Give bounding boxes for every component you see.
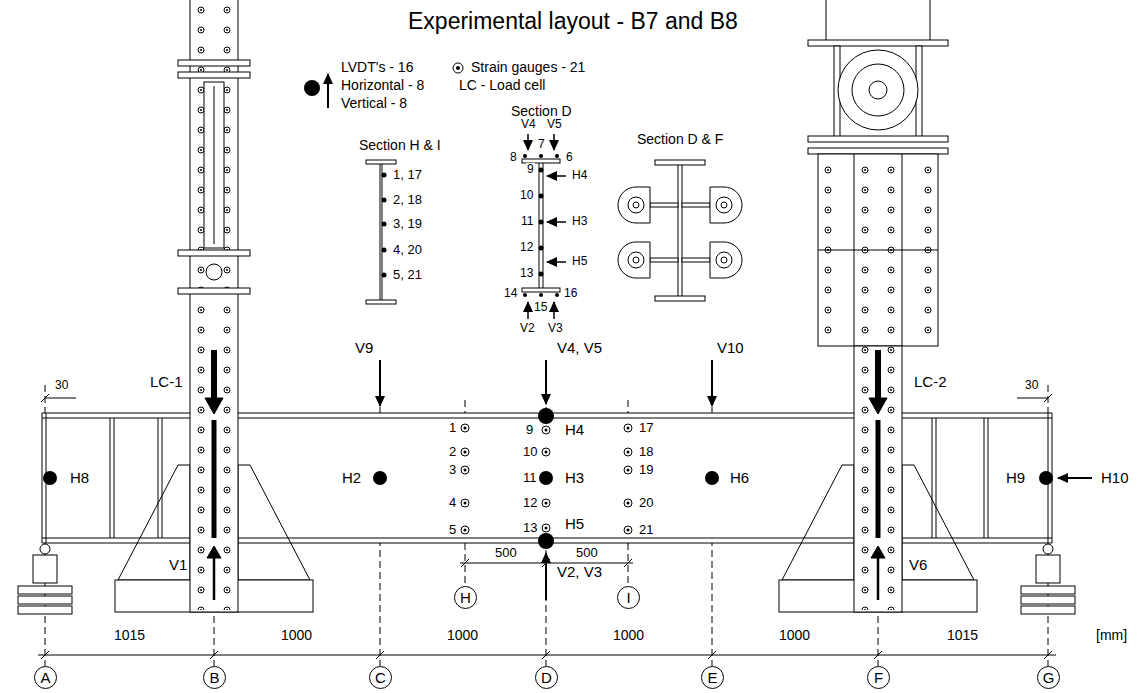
gauge-number: 13 <box>522 521 538 535</box>
section-d-f <box>618 160 742 301</box>
grid-letter: E <box>707 670 717 685</box>
gauge-number: 1, 17 <box>392 168 423 182</box>
grid-letter: F <box>874 670 883 685</box>
lvdt-label: H4 <box>571 169 588 182</box>
grid-letter: I <box>626 590 630 605</box>
dimension: 500 <box>575 546 599 560</box>
gauge-number: 16 <box>563 287 578 300</box>
grid-bubble: G <box>1037 666 1060 689</box>
legend-text: Strain gauges - 21 <box>470 60 586 75</box>
dimension: 1000 <box>446 628 479 643</box>
strain-gauges <box>461 424 632 534</box>
dimension: 1000 <box>778 628 811 643</box>
legend-note: LC - Load cell <box>458 78 546 93</box>
gauge-number: 13 <box>519 267 534 280</box>
lvdt-label: H10 <box>1100 470 1130 487</box>
lvdt-label: H5 <box>571 255 588 268</box>
lvdt-label: H2 <box>341 470 362 487</box>
lvdt-label: V2 <box>519 322 536 335</box>
grid-bubble: E <box>701 666 724 689</box>
lvdt-label: V6 <box>908 557 928 574</box>
gauge-number: 4, 20 <box>392 243 423 257</box>
gauge-number: 12 <box>522 496 538 510</box>
dimension: 1000 <box>280 628 313 643</box>
grid-bubble: D <box>535 666 558 689</box>
diagram-title: Experimental layout - B7 and B8 <box>407 9 739 34</box>
load-cell-label: LC-1 <box>149 374 184 391</box>
section-title: Section D & F <box>636 132 724 147</box>
gauge-number: 9 <box>525 423 534 437</box>
grid-letter: A <box>40 670 50 685</box>
lvdt-label: H3 <box>571 215 588 228</box>
gauge-number: 12 <box>519 241 534 254</box>
grid-bubble: A <box>34 666 57 689</box>
gauge-number: 2 <box>448 445 457 459</box>
lvdt-label: V10 <box>716 340 745 357</box>
gauge-number: 8 <box>509 151 518 164</box>
grid-letter: D <box>541 670 552 685</box>
gauge-number: 11 <box>522 471 538 485</box>
lvdt-label: V9 <box>354 340 374 357</box>
grid-bubble: C <box>369 666 392 689</box>
lvdt-label: V3 <box>547 322 564 335</box>
lvdt-label: V1 <box>168 557 188 574</box>
end-supports <box>18 544 1075 614</box>
dimension: [mm] <box>1095 628 1128 643</box>
gauge-number: 15 <box>533 301 548 314</box>
gauge-number: 7 <box>537 138 546 151</box>
lvdt-label: H9 <box>1005 470 1026 487</box>
dimension: 30 <box>54 379 69 392</box>
lvdt-arrows <box>380 360 1092 600</box>
gauge-number: 14 <box>503 287 518 300</box>
gauge-number: 19 <box>638 463 654 477</box>
grid-bubble: B <box>203 666 226 689</box>
dimension: 500 <box>494 546 518 560</box>
reaction-column-f <box>779 0 977 612</box>
dimension: 30 <box>1024 379 1039 392</box>
grid-letter: G <box>1043 670 1055 685</box>
gauge-number: 21 <box>638 523 654 537</box>
legend-text: LVDT's - 16 <box>340 60 414 75</box>
gauge-number: 6 <box>565 151 574 164</box>
lvdt-label: H6 <box>729 470 750 487</box>
section-title: Section H & I <box>358 138 442 153</box>
grid-letter: H <box>460 590 471 605</box>
lvdt-label: V2, V3 <box>556 564 603 581</box>
load-cell-label: LC-2 <box>913 374 948 391</box>
gauge-number: 9 <box>526 163 535 176</box>
legend-text: Vertical - 8 <box>340 96 408 111</box>
grid-letter: B <box>209 670 219 685</box>
gauge-number: 10 <box>522 445 538 459</box>
gauge-number: 11 <box>520 215 534 228</box>
dimension: 1000 <box>612 628 645 643</box>
dimension: 1015 <box>946 628 979 643</box>
gauge-number: 20 <box>638 496 654 510</box>
grid-letter: C <box>375 670 386 685</box>
lvdt-label: H8 <box>69 470 90 487</box>
gauge-number: 3 <box>448 463 457 477</box>
lvdt-label: V5 <box>546 118 563 131</box>
reaction-column-b <box>115 0 313 612</box>
legend-text: Horizontal - 8 <box>340 78 425 93</box>
dimension: 1015 <box>113 628 146 643</box>
gauge-number: 17 <box>638 421 654 435</box>
lvdt-label: H3 <box>564 470 585 487</box>
grid-bubble: F <box>867 666 890 689</box>
grid-bubble: H <box>454 586 477 609</box>
gauge-number: 18 <box>638 445 654 459</box>
gauge-number: 2, 18 <box>392 193 423 207</box>
gauge-number: 3, 19 <box>392 217 423 231</box>
lvdt-label: V4 <box>520 118 537 131</box>
gauge-number: 10 <box>519 189 534 202</box>
lvdt-label: H4 <box>564 422 585 439</box>
lvdt-label: H5 <box>564 516 585 533</box>
gauge-number: 1 <box>448 421 457 435</box>
lvdt-label: V4, V5 <box>556 340 603 357</box>
gauge-number: 4 <box>448 496 457 510</box>
grid-bubble: I <box>617 586 640 609</box>
gauge-number: 5 <box>448 523 457 537</box>
gauge-number: 5, 21 <box>392 268 423 282</box>
